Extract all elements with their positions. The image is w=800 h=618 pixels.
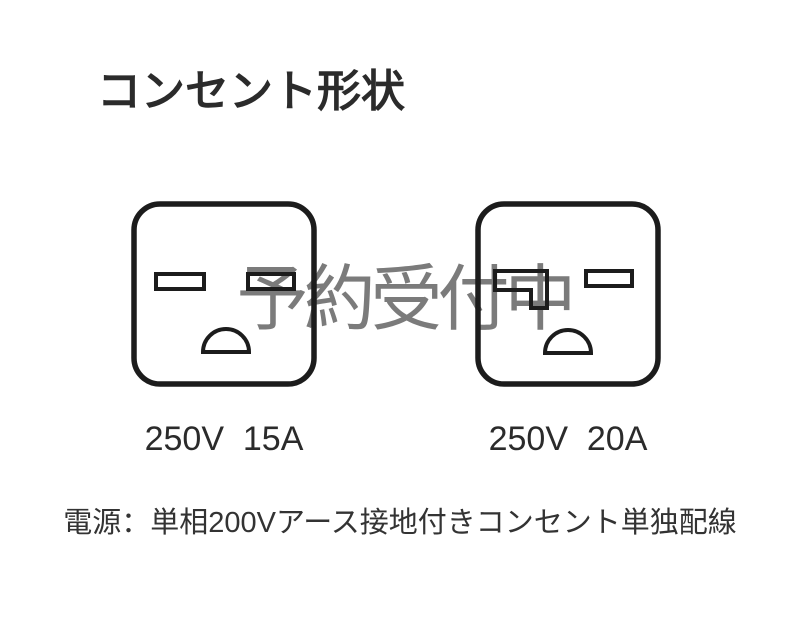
outlet-250v-15a-diagram (131, 201, 317, 387)
l-shaped-blade-slot-icon (493, 269, 549, 310)
ground-slot-icon (200, 327, 252, 354)
outlet-250v-20a-diagram (475, 201, 661, 387)
left-blade-slot-icon (154, 272, 206, 291)
right-blade-slot-icon (246, 272, 296, 291)
outlet-face-icon (131, 201, 317, 387)
outlet-face-icon (475, 201, 661, 387)
reservation-watermark: 予約受付中 (236, 260, 576, 340)
ground-slot-icon (542, 328, 594, 355)
power-requirement-note: 電源：単相200Vアース接地付きコンセント単独配線 (63, 507, 737, 539)
rating-label-15a: 250V 15A (144, 420, 304, 458)
rating-label-20a: 250V 20A (488, 420, 648, 458)
right-blade-slot-icon (584, 269, 634, 288)
page-title: コンセント形状 (97, 67, 405, 116)
